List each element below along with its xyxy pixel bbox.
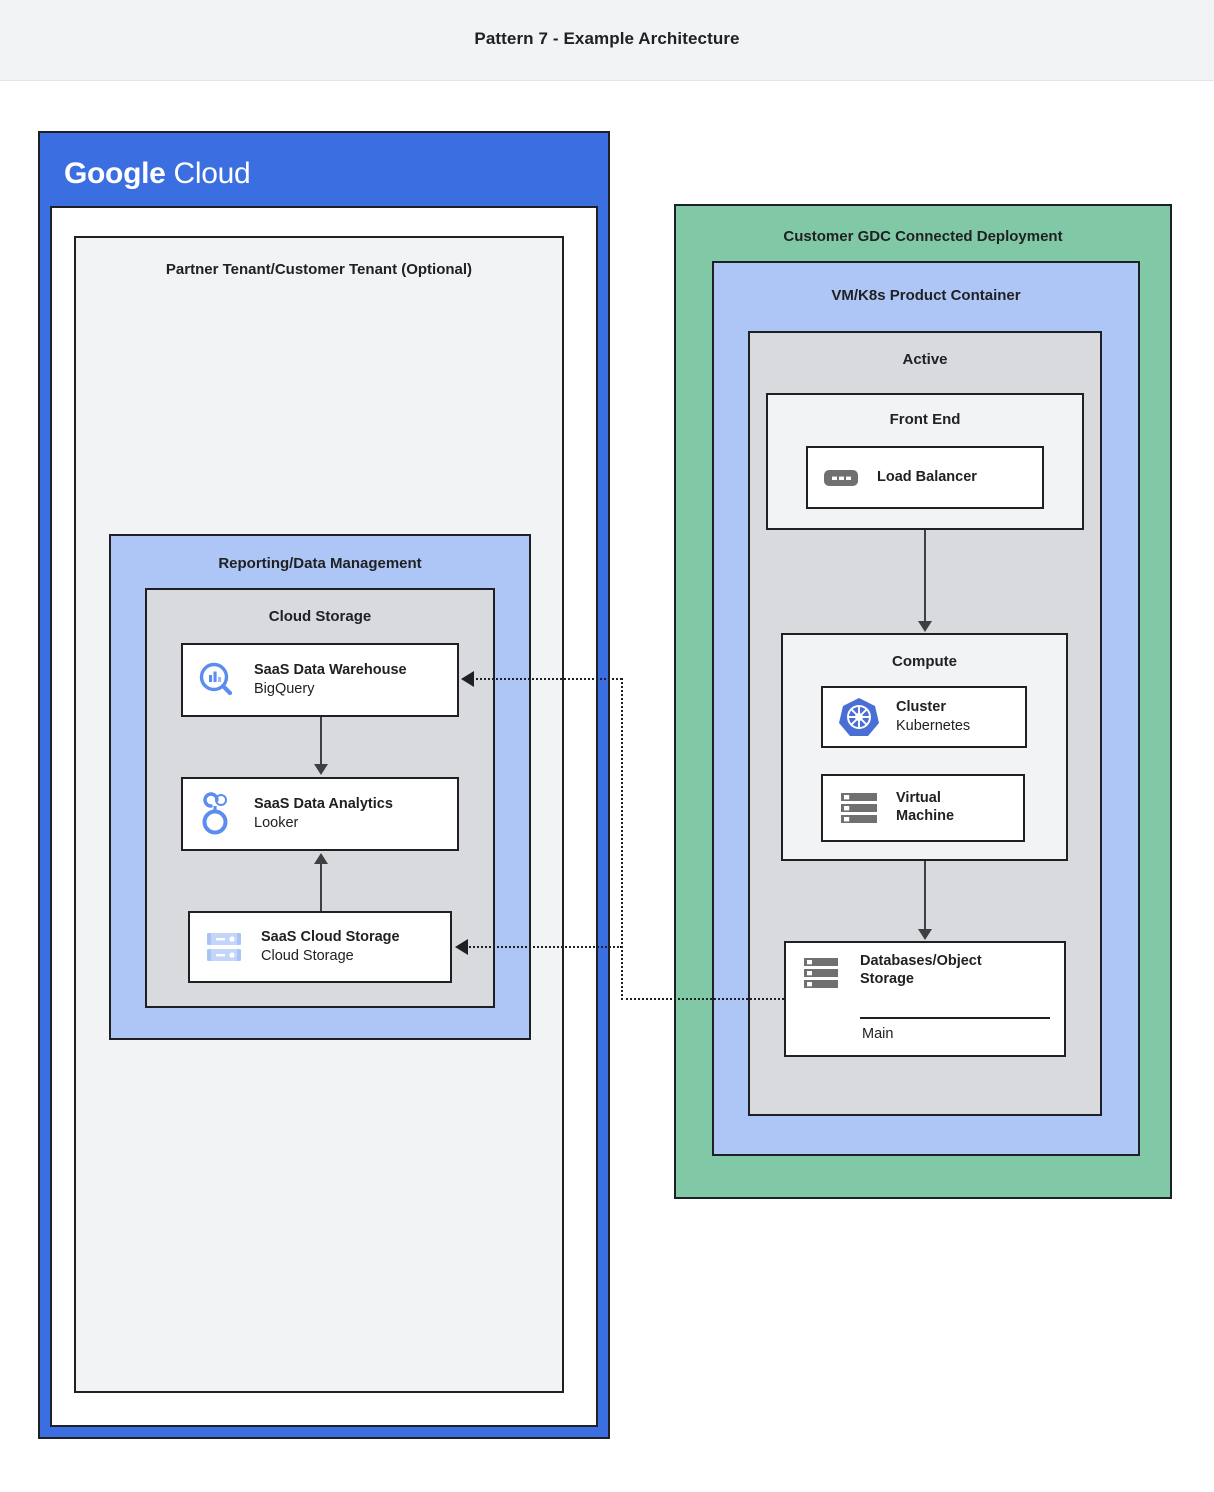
front-end-title: Front End: [889, 411, 961, 428]
db-detail-label: Main: [862, 1026, 894, 1042]
compute-title: Compute: [892, 653, 957, 670]
page-title: Pattern 7 - Example Architecture: [474, 29, 740, 48]
logo-google-text: Google: [64, 157, 166, 190]
node-cluster-kubernetes[interactable]: Cluster Kubernetes: [821, 686, 1027, 748]
header-bar: [0, 0, 1214, 81]
node-subtitle: Kubernetes: [896, 717, 971, 734]
dotted-vertical-trunk: [621, 678, 623, 1000]
arrow-compute-to-db-head: [918, 929, 932, 940]
node-title: SaaS Data Warehouse: [254, 662, 407, 679]
partner-tenant-title: Partner Tenant/Customer Tenant (Optional…: [165, 261, 473, 278]
node-title: Virtual: [896, 790, 941, 807]
bigquery-icon: [197, 660, 237, 700]
looker-icon: [197, 792, 237, 836]
node-saas-data-analytics[interactable]: SaaS Data Analytics Looker: [181, 777, 459, 851]
vm-k8s-title: VM/K8s Product Container: [831, 287, 1021, 304]
node-title-line2: Machine: [896, 808, 955, 824]
node-subtitle: Looker: [254, 814, 299, 831]
kubernetes-icon: [837, 695, 881, 739]
node-text: Virtual Machine: [896, 790, 954, 825]
arrow-lb-to-compute-line: [924, 530, 926, 622]
dotted-hub-to-cloud-storage: [466, 946, 622, 948]
node-text: SaaS Cloud Storage Cloud Storage: [261, 929, 400, 965]
divider: [860, 1017, 1050, 1019]
node-text: SaaS Data Warehouse BigQuery: [254, 662, 407, 698]
node-virtual-machine[interactable]: Virtual Machine: [821, 774, 1025, 842]
node-title: SaaS Data Analytics: [254, 796, 393, 813]
node-title: Cluster: [896, 699, 946, 716]
node-saas-data-warehouse[interactable]: SaaS Data Warehouse BigQuery: [181, 643, 459, 717]
node-saas-cloud-storage[interactable]: SaaS Cloud Storage Cloud Storage: [188, 911, 452, 983]
node-load-balancer[interactable]: Load Balancer: [806, 446, 1044, 509]
cloud-storage-group-title: Cloud Storage: [268, 608, 372, 625]
node-title: Load Balancer: [877, 468, 977, 485]
arrow-warehouse-to-analytics-line: [320, 717, 322, 765]
virtual-machine-icon: [837, 788, 881, 828]
node-title-line2: Storage: [860, 970, 914, 987]
arrow-compute-to-db-line: [924, 861, 926, 930]
node-title: SaaS Cloud Storage: [261, 929, 400, 946]
load-balancer-icon: [823, 467, 859, 489]
arrow-storage-to-analytics-head: [314, 853, 328, 864]
node-subtitle: BigQuery: [254, 680, 315, 697]
database-icon: [801, 953, 843, 995]
node-text: Databases/Object Storage: [860, 953, 982, 988]
arrow-warehouse-to-analytics-head: [314, 764, 328, 775]
arrow-storage-to-analytics-line: [320, 864, 322, 911]
node-text: Load Balancer: [877, 469, 977, 487]
dotted-hub-to-warehouse: [472, 678, 622, 680]
node-databases-object-storage[interactable]: Databases/Object Storage Main: [784, 941, 1066, 1057]
db-row: Databases/Object Storage: [786, 953, 1064, 995]
node-text: Cluster Kubernetes: [896, 699, 970, 735]
dotted-arrow-head-warehouse: [461, 671, 474, 687]
arrow-lb-to-compute-head: [918, 621, 932, 632]
reporting-title: Reporting/Data Management: [218, 555, 422, 572]
cloud-storage-icon: [204, 930, 244, 964]
gdc-title: Customer GDC Connected Deployment: [783, 228, 1063, 245]
active-title: Active: [902, 351, 948, 368]
dotted-db-to-hub: [621, 998, 784, 1000]
dotted-arrow-head-cloud-storage: [455, 939, 468, 955]
node-title: Databases/Object: [860, 953, 982, 969]
node-subtitle: Cloud Storage: [261, 947, 354, 964]
logo-cloud-text: Cloud: [173, 157, 251, 190]
node-text: SaaS Data Analytics Looker: [254, 796, 393, 832]
